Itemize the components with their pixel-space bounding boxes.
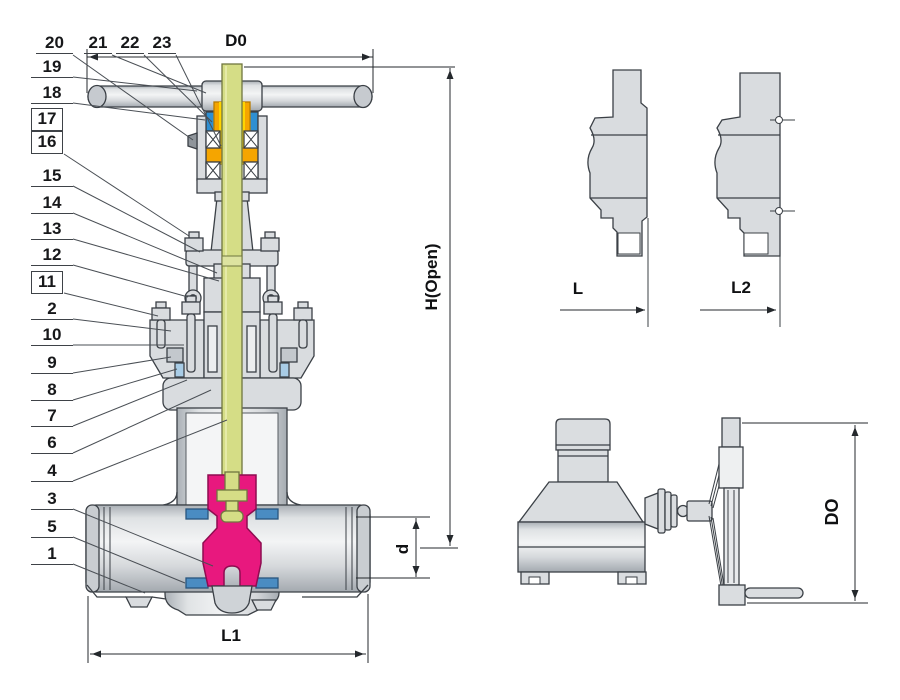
dimension-do (742, 422, 868, 604)
side-view (517, 417, 868, 606)
callout-15: 15 (31, 166, 73, 187)
callout-12: 12 (31, 245, 73, 266)
flange-section-l2 (700, 72, 795, 327)
callout-7: 7 (31, 406, 73, 427)
callout-1: 1 (31, 544, 73, 565)
dimension-label-l2: L2 (731, 278, 751, 297)
callout-16: 16 (31, 131, 63, 154)
dimension-h-open (244, 66, 458, 549)
gate-wedge (202, 471, 262, 614)
stem-boss (644, 488, 713, 534)
leader-lines (63, 54, 228, 594)
callout-20: 20 (36, 33, 73, 54)
wrench-handle (744, 587, 804, 599)
bonnet-cone (517, 481, 645, 523)
callout-18: 18 (31, 83, 73, 104)
dimension-label-d0: D0 (225, 31, 247, 50)
dimension-l1 (87, 594, 369, 663)
bearings (205, 130, 259, 180)
callout-14: 14 (31, 193, 73, 214)
flange-section-l (560, 69, 649, 327)
dimension-label-d: d (393, 543, 412, 555)
dimension-lines-main (86, 49, 458, 663)
callout-13: 13 (31, 219, 73, 240)
callout-19: 19 (31, 57, 73, 78)
grease-fitting (187, 132, 198, 150)
gland-cap (555, 418, 611, 451)
callout-4: 4 (31, 461, 73, 482)
dimension-d0 (86, 49, 374, 93)
dimension-label-l1: L1 (221, 626, 241, 645)
handwheel-side (708, 417, 804, 606)
dimension-label-do: DO (822, 498, 842, 526)
callout-9: 9 (31, 353, 73, 374)
main-valve-section (85, 63, 373, 616)
callout-23: 23 (148, 33, 176, 54)
dimension-label-l: L (572, 279, 584, 298)
callout-21: 21 (84, 33, 112, 54)
callout-8: 8 (31, 380, 73, 401)
callout-6: 6 (31, 433, 73, 454)
callout-10: 10 (31, 325, 73, 346)
callout-5: 5 (31, 517, 73, 538)
callout-3: 3 (31, 489, 73, 510)
callout-17: 17 (31, 108, 63, 131)
stem (221, 63, 243, 477)
callout-11: 11 (31, 271, 63, 294)
dimension-label-h-open: H(Open) (422, 243, 441, 311)
body-feet (86, 584, 369, 611)
callout-22: 22 (116, 33, 144, 54)
dimension-bore-d (356, 516, 430, 579)
weld-point-markers (770, 116, 795, 215)
callout-2: 2 (31, 299, 73, 320)
